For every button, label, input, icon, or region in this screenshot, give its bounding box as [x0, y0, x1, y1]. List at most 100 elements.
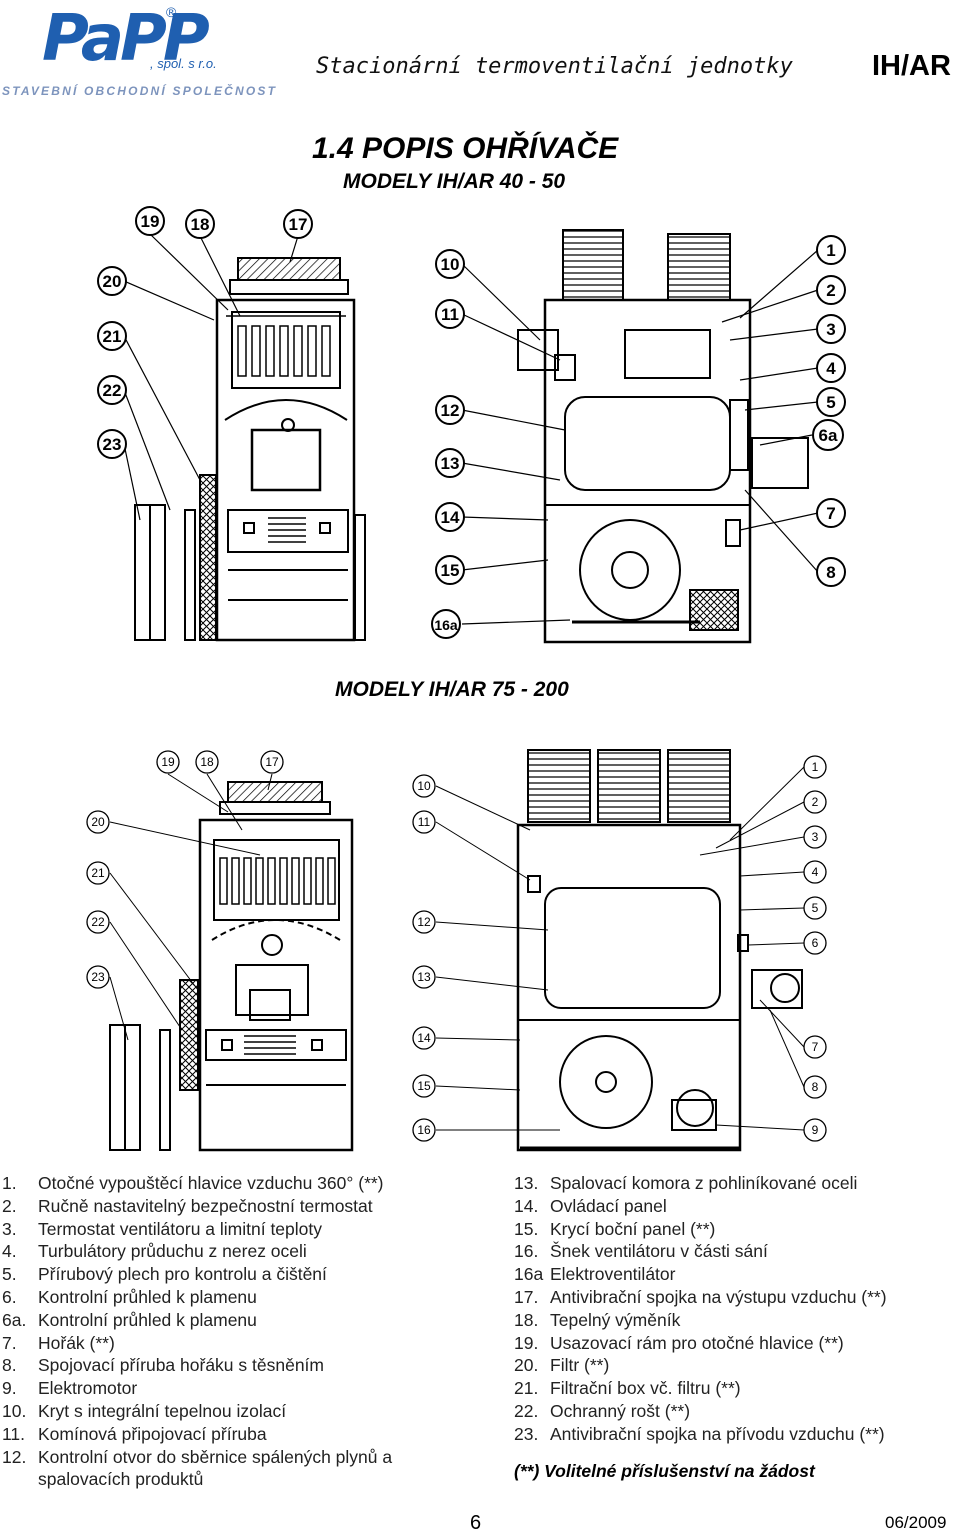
legend-item-text: Hořák (**)	[38, 1332, 115, 1353]
legend-item-text: Komínová připojovací příruba	[38, 1423, 267, 1444]
svg-text:1: 1	[812, 760, 819, 774]
callout-3: 3	[816, 314, 846, 344]
callout-1: 1	[816, 235, 846, 265]
legend-item: 7. Hořák (**)	[2, 1332, 472, 1355]
legend-item-number: 3.	[2, 1218, 17, 1239]
svg-text:19: 19	[141, 212, 160, 231]
legend-item-text: Šnek ventilátoru v části sání	[550, 1241, 768, 1262]
callout-11: 11	[435, 299, 465, 329]
legend-item-number: 14.	[514, 1195, 539, 1216]
legend-item: 22. Ochranný rošt (**)	[514, 1400, 960, 1423]
callout-21: 21	[86, 861, 110, 885]
legend-item-text: Turbulátory průduchu z nerez oceli	[38, 1241, 307, 1262]
legend-item-text: Elektromotor	[38, 1378, 138, 1399]
callout-19: 19	[135, 206, 165, 236]
legend-item-text: Elektroventilátor	[550, 1264, 676, 1285]
callout-5: 5	[816, 387, 846, 417]
legend-item-text: Usazovací rám pro otočné hlavice (**)	[550, 1332, 844, 1353]
legend-item: 23.Antivibrační spojka na přívodu vzduch…	[514, 1423, 960, 1446]
callout-22: 22	[86, 910, 110, 934]
legend-item-text: Kryt s integrální tepelnou izolací	[38, 1400, 287, 1421]
header-title: Stacionární termoventilační jednotky	[316, 54, 793, 79]
legend-item-number: 2.	[2, 1195, 17, 1216]
svg-text:21: 21	[103, 327, 122, 346]
svg-text:3: 3	[826, 320, 835, 339]
svg-text:9: 9	[812, 1123, 819, 1137]
legend-item-text: Antivibrační spojka na výstupu vzduchu (…	[550, 1286, 887, 1307]
svg-text:15: 15	[441, 561, 460, 580]
callout-1: 1	[803, 755, 827, 779]
callout-12: 12	[435, 395, 465, 425]
legend-item-number: 12.	[2, 1446, 27, 1467]
callout-8: 8	[803, 1075, 827, 1099]
callout-4: 4	[803, 860, 827, 884]
legend-item-number: 13.	[514, 1173, 539, 1193]
diagram-small-leader-lines	[123, 233, 819, 625]
callout-2: 2	[816, 275, 846, 305]
legend-item-text: Termostat ventilátoru a limitní teploty	[38, 1218, 323, 1239]
models-small-heading: MODELY IH/AR 40 - 50	[343, 170, 566, 193]
callout-5: 5	[803, 896, 827, 920]
svg-text:2: 2	[826, 281, 835, 300]
page-number: 6	[470, 1512, 482, 1534]
logo-company-suffix: , spol. s r.o.	[150, 56, 217, 71]
diagram-large-front-view	[109, 749, 803, 1152]
legend-item-text: Spalovací komora z pohliníkované oceli	[550, 1173, 858, 1193]
callout-6: 6	[803, 931, 827, 955]
legend-item-text: Ovládací panel	[550, 1195, 667, 1216]
callout-15: 15	[435, 555, 465, 585]
legend-item: 3. Termostat ventilátoru a limitní teplot…	[2, 1218, 472, 1241]
legend-item-text: Krycí boční panel (**)	[550, 1218, 716, 1239]
legend-item: 20.Filtr (**)	[514, 1354, 960, 1377]
legend-item-number: 7.	[2, 1332, 17, 1353]
legend-item: 5. Přírubový plech pro kontrolu a čištění	[2, 1263, 472, 1286]
callout-14: 14	[412, 1026, 436, 1050]
diagram-small-front-view	[134, 229, 809, 644]
legend-item: 6.Kontrolní průhled k plamenu	[2, 1286, 472, 1309]
svg-text:7: 7	[826, 504, 835, 523]
svg-text:13: 13	[441, 454, 460, 473]
legend-item-text: Ručně nastavitelný bezpečnostní termosta…	[38, 1195, 373, 1216]
callout-4: 4	[816, 353, 846, 383]
legend-item: 14. Ovládací panel	[514, 1195, 960, 1218]
diagram-large-leader-lines	[109, 766, 805, 1131]
legend-item-number: 20.	[514, 1355, 539, 1376]
callout-10: 10	[435, 249, 465, 279]
callout-11: 11	[412, 810, 436, 834]
legend-item-text: Kontrolní průhled k plamenu	[38, 1286, 257, 1307]
logo-subtitle: STAVEBNÍ OBCHODNÍ SPOLEČNOST	[2, 84, 278, 98]
svg-text:18: 18	[200, 755, 214, 769]
svg-text:21: 21	[91, 866, 105, 880]
diagram-large-callouts: 19 18 17 20 21 22 23 10 11 12 13 14 15 1…	[86, 750, 827, 1142]
legend-item: 13. Spalovací komora z pohliníkované ocel…	[514, 1172, 960, 1195]
legend-item-text: Ochranný rošt (**)	[550, 1400, 691, 1421]
callout-10: 10	[412, 774, 436, 798]
svg-text:6a: 6a	[819, 426, 838, 445]
legend-item: 2. Ručně nastavitelný bezpečnostní termos…	[2, 1195, 472, 1218]
legend-item-number: 5.	[2, 1264, 17, 1285]
legend-item: 1.Otočné vypouštěcí hlavice vzduchu 360°…	[2, 1172, 472, 1195]
callout-23: 23	[97, 429, 127, 459]
callout-13: 13	[435, 448, 465, 478]
svg-text:20: 20	[103, 272, 122, 291]
legend-item: 8.Spojovací příruba hořáku s těsněním	[2, 1354, 472, 1377]
legend-item-text: Přírubový plech pro kontrolu a čištění	[38, 1264, 327, 1285]
svg-text:14: 14	[417, 1031, 431, 1045]
legend-item-number: 22.	[514, 1400, 539, 1421]
callout-16: 16	[412, 1118, 436, 1142]
legend-item: 17. Antivibrační spojka na výstupu vzduch…	[514, 1286, 960, 1309]
legend-item-text: Otočné vypouštěcí hlavice vzduchu 360° (…	[38, 1173, 384, 1193]
legend-item: 12.Kontrolní otvor do sběrnice spálených…	[2, 1446, 472, 1492]
legend-item-number: 9.	[2, 1378, 17, 1399]
callout-6a: 6a	[812, 419, 844, 451]
legend-item: 19.Usazovací rám pro otočné hlavice (**)	[514, 1332, 960, 1355]
svg-text:23: 23	[103, 435, 122, 454]
legend-left-column: 1.Otočné vypouštěcí hlavice vzduchu 360°…	[2, 1172, 472, 1491]
legend-item-number: 17.	[514, 1286, 539, 1307]
legend-item-text: Kontrolní průhled k plamenu	[38, 1309, 257, 1330]
svg-text:5: 5	[826, 393, 835, 412]
svg-text:5: 5	[812, 901, 819, 915]
callout-16a: 16a	[431, 609, 461, 639]
